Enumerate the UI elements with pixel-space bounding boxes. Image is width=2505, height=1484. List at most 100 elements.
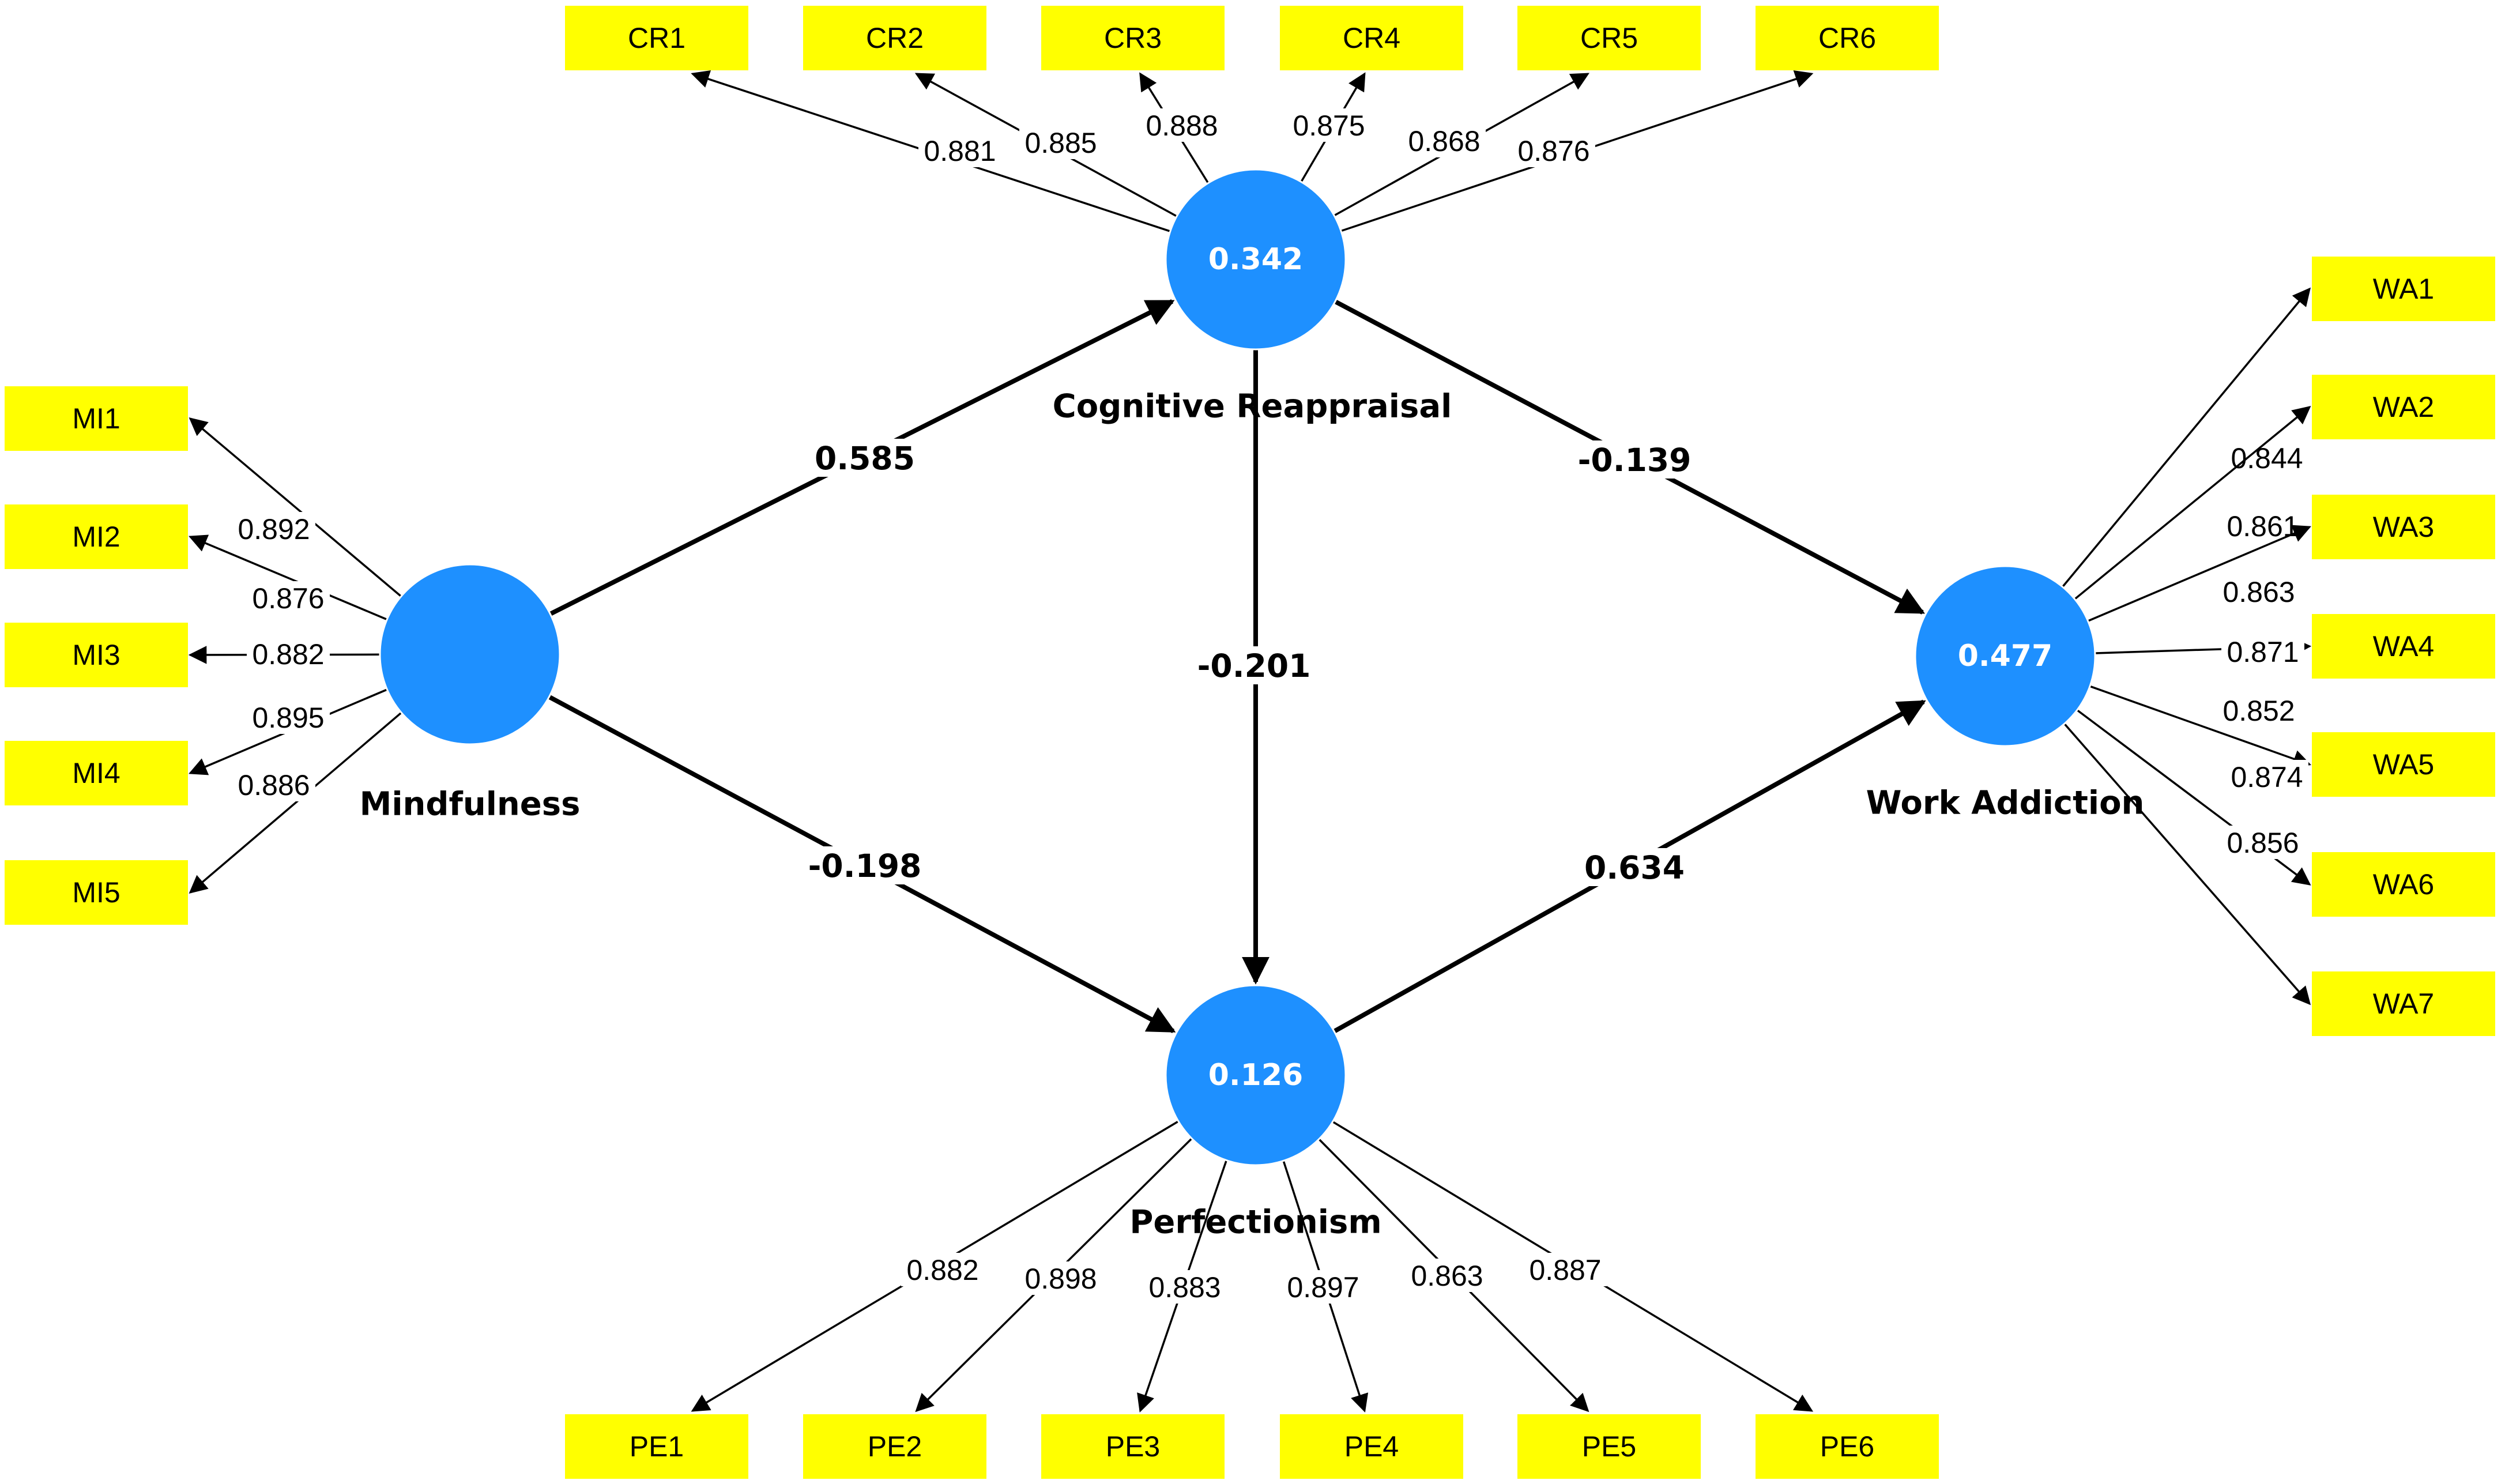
loading-value-text: 0.863 [1411, 1260, 1483, 1292]
indicator-label: PE2 [868, 1430, 922, 1463]
indicator-label: MI3 [72, 639, 120, 671]
indicator-wa7[interactable]: WA7 [2312, 971, 2495, 1036]
indicator-wa4[interactable]: WA4 [2312, 614, 2495, 679]
indicator-label: WA5 [2373, 748, 2435, 781]
loading-value-text: 0.888 [1146, 110, 1218, 142]
indicator-cr2[interactable]: CR2 [803, 6, 986, 70]
indicator-box[interactable] [565, 1414, 748, 1479]
indicator-label: MI2 [72, 521, 120, 553]
r-squared-value: 0.342 [1208, 242, 1303, 277]
indicator-box[interactable] [803, 6, 986, 70]
indicator-mi1[interactable]: MI1 [5, 386, 188, 451]
indicator-pe2[interactable]: PE2 [803, 1414, 986, 1479]
indicator-box[interactable] [5, 860, 188, 925]
indicator-label: MI4 [72, 757, 120, 789]
path-coefficient-pe-wa: 0.634 [1577, 848, 1692, 886]
indicator-label: PE6 [1820, 1430, 1875, 1463]
loading-value-pe3: 0.883 [1143, 1270, 1226, 1304]
loading-value-text: 0.895 [252, 702, 324, 734]
indicator-box[interactable] [5, 504, 188, 569]
indicator-box[interactable] [1756, 1414, 1939, 1479]
loading-arrow-mi2 [189, 534, 387, 621]
indicator-label: WA3 [2373, 511, 2435, 543]
construct-circle[interactable] [379, 563, 561, 745]
indicator-pe5[interactable]: PE5 [1517, 1414, 1701, 1479]
indicator-box[interactable] [1756, 6, 1939, 70]
path-coefficient-cr-wa: -0.139 [1577, 440, 1692, 479]
loading-value-pe2: 0.898 [1019, 1261, 1102, 1295]
indicator-pe6[interactable]: PE6 [1756, 1414, 1939, 1479]
path-coefficient-cr-pe: -0.201 [1196, 646, 1312, 684]
loading-arrow-mi5 [189, 711, 402, 894]
indicator-box[interactable] [2312, 257, 2495, 321]
indicator-pe3[interactable]: PE3 [1041, 1414, 1225, 1479]
construct-circle[interactable] [1165, 168, 1347, 351]
indicator-mi5[interactable]: MI5 [5, 860, 188, 925]
indicator-box[interactable] [1041, 1414, 1225, 1479]
indicator-box[interactable] [2312, 971, 2495, 1036]
indicator-box[interactable] [1280, 6, 1463, 70]
loading-value-text: 0.876 [252, 582, 324, 615]
loading-value-mi5: 0.886 [232, 768, 315, 801]
path-coefficient-mi-pe: -0.198 [807, 846, 922, 884]
construct-mindfulness[interactable]: Mindfulness [360, 563, 581, 823]
indicator-box[interactable] [5, 623, 188, 687]
loading-value-text: 0.882 [252, 638, 324, 671]
loading-value-text: 0.883 [1148, 1271, 1221, 1304]
indicator-mi3[interactable]: MI3 [5, 623, 188, 687]
loading-value-text: 0.887 [1529, 1254, 1601, 1286]
loading-value-pe6: 0.887 [1524, 1253, 1607, 1286]
indicator-wa1[interactable]: WA1 [2312, 257, 2495, 321]
loading-value-text: 0.863 [2223, 576, 2295, 608]
indicator-pe1[interactable]: PE1 [565, 1414, 748, 1479]
indicator-box[interactable] [5, 386, 188, 451]
indicator-cr3[interactable]: CR3 [1041, 6, 1225, 70]
loading-value-text: 0.898 [1024, 1263, 1097, 1295]
construct-circle[interactable] [1165, 984, 1347, 1166]
indicator-cr6[interactable]: CR6 [1756, 6, 1939, 70]
indicator-box[interactable] [1517, 1414, 1701, 1479]
indicator-label: WA6 [2373, 868, 2435, 901]
loading-value-text: 0.861 [2227, 510, 2299, 543]
loading-arrow-mi1 [189, 417, 402, 597]
indicator-mi4[interactable]: MI4 [5, 741, 188, 805]
loading-value-text: 0.852 [2223, 695, 2295, 727]
indicator-label: CR6 [1818, 22, 1876, 54]
path-coefficient-text: -0.198 [808, 848, 922, 884]
indicator-box[interactable] [1041, 6, 1225, 70]
indicator-box[interactable] [1280, 1414, 1463, 1479]
indicator-box[interactable] [803, 1414, 986, 1479]
indicator-cr4[interactable]: CR4 [1280, 6, 1463, 70]
indicator-pe4[interactable]: PE4 [1280, 1414, 1463, 1479]
indicator-box[interactable] [2312, 614, 2495, 679]
indicator-wa5[interactable]: WA5 [2312, 732, 2495, 797]
indicator-label: PE5 [1582, 1430, 1637, 1463]
r-squared-value: 0.477 [1958, 639, 2052, 673]
loading-arrow-wa3 [2087, 525, 2311, 622]
path-coefficient-text: 0.585 [815, 440, 915, 477]
indicator-cr1[interactable]: CR1 [565, 6, 748, 70]
indicator-wa3[interactable]: WA3 [2312, 495, 2495, 559]
construct-name: Perfectionism [1129, 1204, 1381, 1241]
construct-name: Work Addiction [1866, 785, 2145, 822]
indicator-box[interactable] [5, 741, 188, 805]
indicator-wa6[interactable]: WA6 [2312, 852, 2495, 917]
indicator-cr5[interactable]: CR5 [1517, 6, 1701, 70]
loading-value-pe5: 0.863 [1406, 1259, 1489, 1292]
indicator-box[interactable] [565, 6, 748, 70]
indicator-box[interactable] [2312, 852, 2495, 917]
indicator-box[interactable] [2312, 495, 2495, 559]
indicator-box[interactable] [2312, 732, 2495, 797]
indicator-wa2[interactable]: WA2 [2312, 375, 2495, 439]
construct-circle[interactable] [1914, 565, 2096, 747]
indicator-label: WA4 [2373, 630, 2435, 662]
indicator-label: CR1 [628, 22, 685, 54]
loading-value-text: 0.874 [2231, 761, 2303, 793]
indicator-label: MI1 [72, 402, 120, 435]
indicator-box[interactable] [2312, 375, 2495, 439]
indicator-mi2[interactable]: MI2 [5, 504, 188, 569]
indicator-box[interactable] [1517, 6, 1701, 70]
